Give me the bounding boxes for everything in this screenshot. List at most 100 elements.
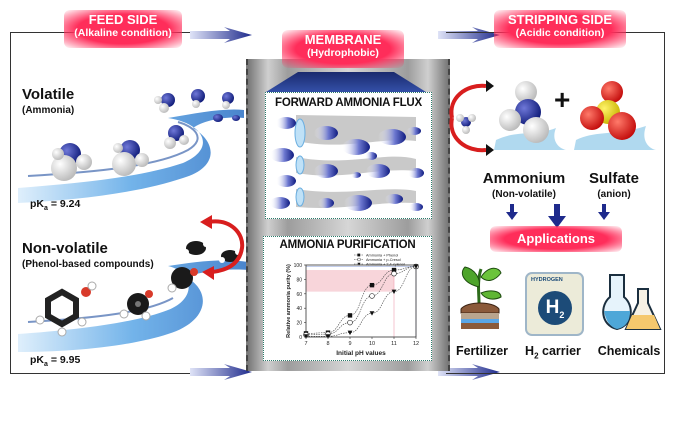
ammonia-molecule: [213, 114, 240, 122]
series-line: [305, 266, 417, 336]
data-point: [391, 267, 397, 273]
phenol-molecule: [119, 290, 153, 321]
data-point: [347, 319, 353, 326]
series-line: [306, 266, 417, 337]
legend-marker: [357, 253, 361, 257]
legend-label: Ammonia + p-Cresol: [366, 258, 401, 262]
x-tick-label: 9: [348, 341, 351, 347]
feed-side-header: FEED SIDE (Alkaline condition): [64, 10, 182, 48]
app-label-chemicals: Chemicals: [597, 344, 661, 358]
plant-icon: [460, 266, 502, 329]
x-tick-label: 11: [391, 341, 397, 347]
ammonia-molecule: [154, 93, 175, 113]
legend-marker: [357, 262, 361, 266]
phenol-stream-illustration: [18, 241, 248, 352]
volatile-subheading: (Ammonia): [22, 105, 75, 116]
ammonia-molecule: [112, 140, 149, 176]
ammonia-particle: [351, 172, 361, 178]
down-arrows: [506, 204, 610, 228]
x-tick-label: 8: [326, 341, 329, 347]
app-label-fertilizer: Fertilizer: [455, 344, 509, 358]
stripping-side-title: STRIPPING SIDE: [507, 12, 613, 27]
flask-icon: [602, 274, 662, 331]
y-tick-label: 0: [299, 335, 302, 341]
purification-title: AMMONIA PURIFICATION: [279, 239, 416, 251]
flow-arrow-top-left: [190, 27, 252, 43]
sulfate-molecule: [580, 81, 636, 140]
data-point: [303, 334, 309, 339]
x-tick-label: 12: [413, 341, 419, 347]
ammonia-molecule: [222, 92, 234, 109]
data-point: [369, 293, 375, 299]
sulfate-label: Sulfate: [588, 170, 639, 187]
flow-arrow-top-right: [438, 27, 500, 43]
ammonia-particle: [378, 129, 406, 145]
data-point: [391, 289, 397, 295]
ammonia-particle: [408, 168, 424, 178]
ammonia-particle: [407, 127, 421, 135]
x-axis-label: Initial pH values: [336, 350, 386, 357]
feed-side-title: FEED SIDE: [88, 12, 158, 27]
ammonia-molecule-small: [456, 114, 476, 134]
data-point: [325, 334, 331, 339]
data-point: [347, 313, 353, 318]
ammonia-particle: [314, 164, 338, 178]
data-point: [413, 264, 419, 269]
flux-illustration: [270, 115, 424, 211]
app-label-h2-carrier: H2 carrier: [525, 344, 581, 361]
ammonia-particle: [385, 194, 403, 204]
hydrogen-badge-text: HYDROGEN: [531, 277, 563, 283]
y-axis-label: Relative ammonia purity (%): [286, 264, 292, 338]
ammonium-label: Ammonium: [482, 170, 566, 187]
ammonia-particle: [270, 148, 294, 162]
phenol-molecule: [183, 241, 209, 255]
ammonia-particle: [366, 164, 390, 178]
ammonia-particle: [276, 175, 296, 187]
y-tick-label: 60: [296, 292, 302, 298]
forward-flux-title: FORWARD AMMONIA FLUX: [275, 97, 422, 109]
forward-flux-card: FORWARD AMMONIA FLUX: [265, 92, 432, 219]
ammonia-particle: [276, 117, 296, 129]
membrane-title: MEMBRANE: [304, 32, 382, 47]
ammonia-molecule: [164, 125, 189, 149]
phenol-molecule: [35, 281, 97, 337]
stripping-side-header: STRIPPING SIDE (Acidic condition): [494, 10, 626, 48]
y-tick-label: 100: [294, 263, 303, 269]
volatile-pka: pKa = 9.24: [30, 198, 81, 213]
plot-frame: [305, 264, 417, 338]
x-tick-label: 7: [304, 341, 307, 347]
flow-arrow-bottom-right: [438, 364, 500, 380]
y-tick-label: 20: [296, 321, 302, 327]
membrane-header: MEMBRANE (Hydrophobic): [282, 30, 404, 68]
hydrogen-badge-circle: H2: [538, 291, 572, 325]
legend-label: Ammonia + Phenol: [366, 254, 398, 258]
ammonia-particle: [342, 139, 370, 155]
ammonia-particle: [409, 203, 423, 211]
ammonia-particle: [318, 198, 334, 208]
y-tick-label: 40: [296, 306, 302, 312]
ammonia-capture-illustration: [449, 80, 656, 156]
hydrogen-icon: HYDROGEN H2: [525, 272, 584, 336]
membrane-roof: [266, 72, 426, 92]
ammonia-particle: [270, 197, 290, 209]
ammonium-molecule: [499, 81, 549, 143]
plus-sign: +: [554, 84, 571, 115]
data-point: [369, 311, 375, 316]
ammonia-molecule: [51, 143, 92, 181]
ammonia-stream-illustration: [18, 89, 244, 203]
ammonium-note: (Non-volatile): [492, 189, 556, 200]
nonvolatile-pka: pKa = 9.95: [30, 354, 81, 369]
legend-marker: [357, 257, 361, 262]
nonvolatile-subheading: (Phenol-based compounds): [22, 259, 154, 270]
phenol-molecule: [167, 267, 198, 293]
data-point: [391, 270, 397, 277]
applications-label: Applications: [516, 231, 595, 246]
sulfate-note: (anion): [597, 189, 631, 200]
x-tick-label: 10: [369, 341, 375, 347]
ammonia-particle: [344, 195, 372, 211]
ammonia-particle: [314, 126, 338, 140]
flow-arrow-bottom-left: [190, 364, 252, 380]
legend-label: Ammonia + 2,4-xylenol: [366, 263, 405, 267]
